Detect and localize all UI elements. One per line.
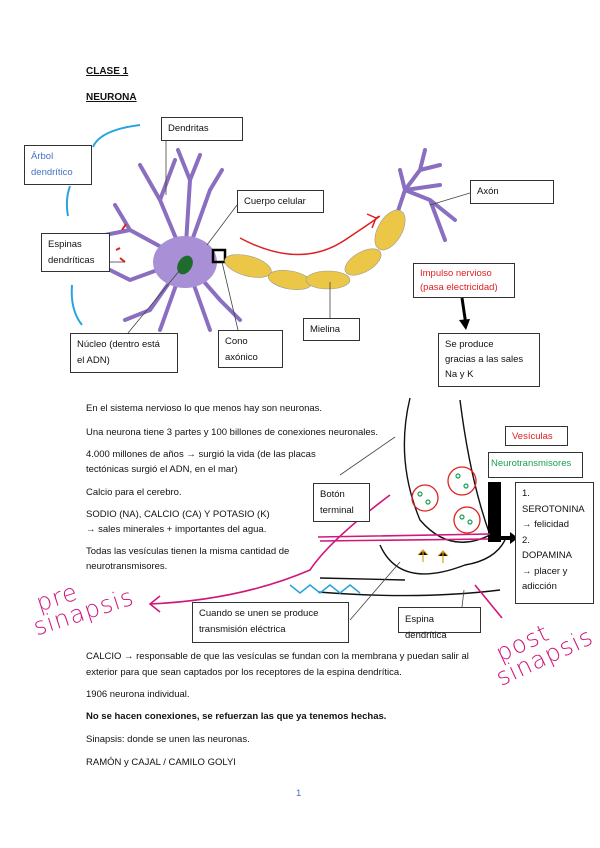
note-1906: 1906 neurona individual. <box>86 689 190 700</box>
label-espinas: Espinas dendríticas <box>41 233 110 272</box>
nucleus <box>177 255 193 275</box>
note-line: tectónicas surgió el ADN, en el mar) <box>86 464 238 475</box>
heading-neurona: NEURONA <box>86 92 137 103</box>
impulse-arrow <box>239 215 381 256</box>
label-text: Vesículas <box>512 431 553 442</box>
label-neurotransmisores: Neurotransmisores <box>488 452 583 478</box>
note-line: → sales minerales + importantes del agua… <box>86 524 267 535</box>
neurotransmitter-dots <box>417 473 473 525</box>
label-text: Mielina <box>310 324 341 335</box>
black-bar <box>488 482 501 542</box>
note-bold: No se hacen conexiones, se refuerzan las… <box>86 711 387 722</box>
label-nucleo: Núcleo (dentro está el ADN) <box>70 333 178 373</box>
wave <box>289 584 361 594</box>
note-calcio: CALCIO → responsable de que las vesícula… <box>86 651 469 662</box>
list-item: 2. <box>522 534 530 546</box>
label-text: (pasa electricidad) <box>420 282 498 293</box>
label-arbol-dendritico: Árbol dendrítico <box>24 145 92 185</box>
note-line: neurotransmisores. <box>86 561 168 572</box>
note-line: En el sistema nervioso lo que menos hay … <box>86 403 323 414</box>
note-line: Todas las vesículas tienen la misma cant… <box>86 546 290 557</box>
list-item: → felicidad <box>522 519 569 530</box>
note-line: Una neurona tiene 3 partes y 100 billone… <box>86 427 379 438</box>
note-line: Calcio para el cerebro. <box>86 487 182 498</box>
label-impulso: Impulso nervioso (pasa electricidad) <box>413 263 515 298</box>
label-text: Cuando se unen se produce <box>199 608 319 619</box>
label-dendritas: Dendritas <box>161 117 243 141</box>
neurotransmitter-list: 1. SEROTONINA → felicidad 2. DOPAMINA → … <box>515 482 594 604</box>
label-text: transmisión eléctrica <box>199 624 286 635</box>
label-vesiculas: Vesículas <box>505 426 568 446</box>
list-item: adicción <box>522 581 557 592</box>
label-text: Neurotransmisores <box>491 458 572 469</box>
axon-hillock <box>211 248 227 264</box>
label-text: gracias a las sales <box>445 354 524 365</box>
label-text: axónico <box>225 352 258 363</box>
note-autores: RAMÓN y CAJAL / CAMILO GOLYI <box>86 757 236 768</box>
list-item: → placer y <box>522 565 568 577</box>
note-sinapsis: Sinapsis: donde se unen las neuronas. <box>86 734 250 745</box>
list-item: 1. <box>522 488 530 499</box>
label-text: Árbol <box>31 151 54 162</box>
page-number: 1 <box>296 788 302 799</box>
label-text: Botón <box>320 489 345 500</box>
neuron-illustration <box>103 148 457 332</box>
label-text: dendríticas <box>48 255 95 266</box>
myelin-sheaths <box>224 209 406 290</box>
label-text: Cono <box>225 336 248 347</box>
label-text: dendrítico <box>31 167 73 178</box>
label-text: Espina dendrítica <box>405 614 447 641</box>
label-se-produce: Se produce gracias a las sales Na y K <box>438 333 540 387</box>
label-text: Impulso nervioso <box>420 268 492 279</box>
receptors <box>417 549 449 563</box>
heading-clase: CLASE 1 <box>86 66 129 77</box>
list-item: SEROTONINA <box>522 503 585 515</box>
blue-brackets <box>65 124 141 326</box>
vesicles <box>411 466 481 534</box>
label-espina-dendritica: Espina dendrítica <box>398 607 481 641</box>
note-calcio: exterior para que sean captados por los … <box>86 667 402 678</box>
label-axon: Axón <box>470 180 554 204</box>
label-text: Núcleo (dentro está <box>77 339 160 350</box>
label-mielina: Mielina <box>303 318 360 341</box>
list-item: DOPAMINA <box>522 550 572 561</box>
label-text: terminal <box>320 505 354 516</box>
label-cuando-se-unen: Cuando se unen se produce transmisión elé… <box>192 602 349 643</box>
note-line: 4.000 millones de años → surgió la vida … <box>86 449 316 460</box>
label-text: el ADN) <box>77 355 110 366</box>
label-text: Se produce <box>445 339 494 350</box>
note-line: SODIO (NA), CALCIO (CA) Y POTASIO (K) <box>86 509 270 520</box>
label-cono-axonico: Cono axónico <box>218 330 283 368</box>
magenta-annotations <box>148 494 503 619</box>
label-text: Na y K <box>445 369 474 380</box>
label-text: Dendritas <box>168 123 209 134</box>
leader-lines <box>110 141 471 334</box>
label-boton-terminal: Botón terminal <box>313 483 370 522</box>
label-cuerpo-celular: Cuerpo celular <box>237 190 324 213</box>
label-text: Cuerpo celular <box>244 196 306 207</box>
label-text: Espinas <box>48 239 82 250</box>
label-text: Axón <box>477 186 499 197</box>
